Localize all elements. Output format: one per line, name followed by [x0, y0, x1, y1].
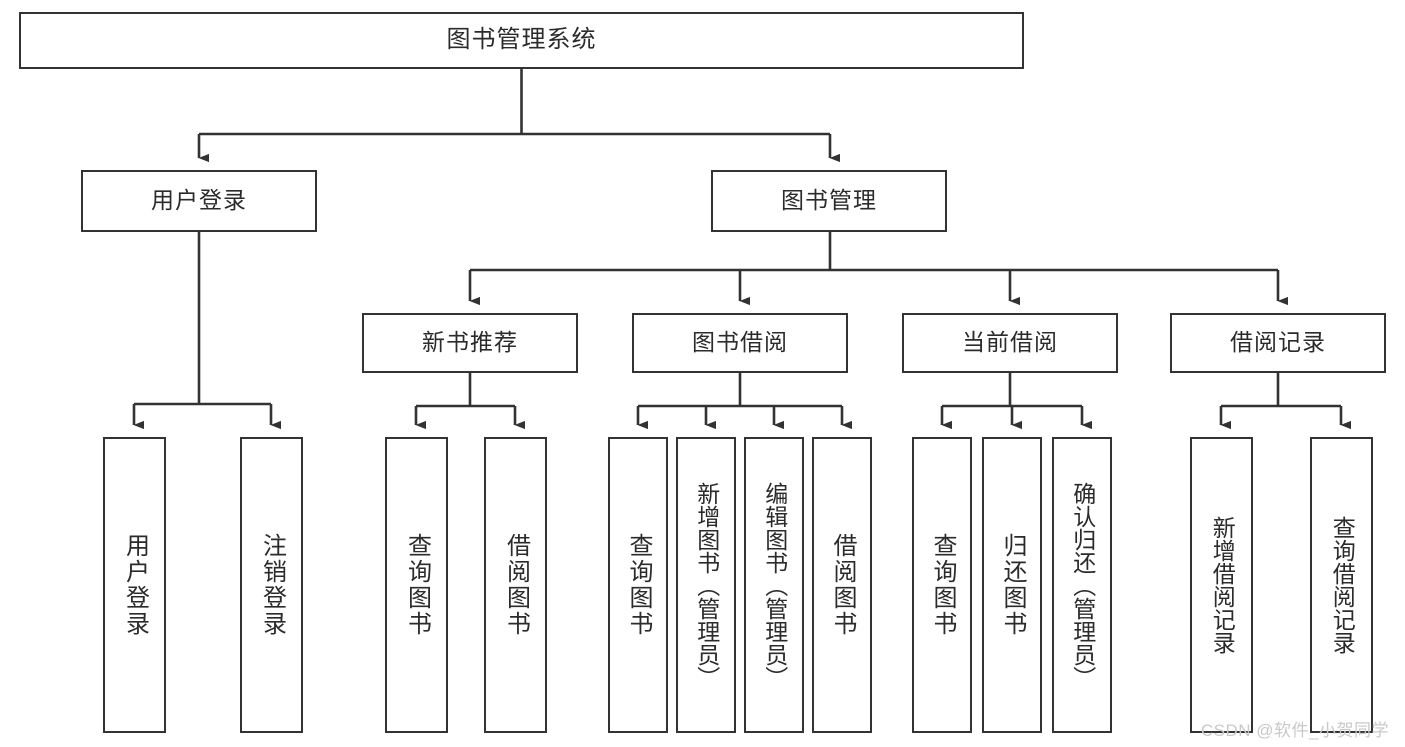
node-label: 用户登录 — [151, 187, 247, 214]
leaf-edit-book-admin[interactable]: 编辑图书（管理员） — [744, 437, 804, 733]
watermark-text: CSDN @软件_小贺同学 — [1200, 721, 1389, 740]
leaf-label: 查询图书 — [929, 533, 957, 637]
leaf-add-book-admin[interactable]: 新增图书（管理员） — [676, 437, 736, 733]
leaf-label: 新增图书（管理员） — [693, 481, 720, 689]
leaf-borrow-books[interactable]: 借阅图书 — [812, 437, 872, 733]
node-label: 当前借阅 — [962, 329, 1058, 356]
leaf-label: 查询图书 — [625, 533, 653, 637]
leaf-label: 编辑图书（管理员） — [761, 481, 788, 689]
node-label: 新书推荐 — [422, 329, 518, 356]
node-borrow-records[interactable]: 借阅记录 — [1170, 313, 1386, 373]
node-new-book-recommendation[interactable]: 新书推荐 — [362, 313, 578, 373]
node-current-borrowing[interactable]: 当前借阅 — [902, 313, 1118, 373]
leaf-return-books[interactable]: 归还图书 — [982, 437, 1042, 733]
leaf-query-books-recommend[interactable]: 查询图书 — [385, 437, 448, 733]
leaf-label: 新增借阅记录 — [1209, 516, 1236, 654]
leaf-label: 查询图书 — [403, 533, 431, 637]
leaf-label: 借阅图书 — [829, 533, 857, 637]
leaf-add-borrow-record[interactable]: 新增借阅记录 — [1190, 437, 1253, 733]
leaf-borrow-books-recommend[interactable]: 借阅图书 — [484, 437, 547, 733]
leaf-label: 用户登录 — [121, 533, 149, 637]
node-book-borrowing[interactable]: 图书借阅 — [632, 313, 848, 373]
leaf-label: 归还图书 — [999, 533, 1027, 637]
leaf-logout[interactable]: 注销登录 — [240, 437, 303, 733]
leaf-label: 注销登录 — [258, 533, 286, 637]
leaf-query-borrow-record[interactable]: 查询借阅记录 — [1310, 437, 1373, 733]
leaf-query-books-borrow[interactable]: 查询图书 — [608, 437, 668, 733]
node-label: 借阅记录 — [1230, 329, 1326, 356]
node-label: 图书管理 — [781, 187, 877, 214]
leaf-confirm-return-admin[interactable]: 确认归还（管理员） — [1052, 437, 1112, 733]
node-book-management[interactable]: 图书管理 — [711, 170, 947, 232]
leaf-label: 确认归还（管理员） — [1069, 481, 1096, 689]
leaf-label: 借阅图书 — [502, 533, 530, 637]
node-label: 图书借阅 — [692, 329, 788, 356]
node-user-login[interactable]: 用户登录 — [81, 170, 317, 232]
leaf-query-books-current[interactable]: 查询图书 — [912, 437, 972, 733]
node-root-system[interactable]: 图书管理系统 — [19, 12, 1024, 69]
node-label: 图书管理系统 — [446, 26, 597, 54]
leaf-user-login[interactable]: 用户登录 — [103, 437, 166, 733]
leaf-label: 查询借阅记录 — [1329, 516, 1356, 654]
